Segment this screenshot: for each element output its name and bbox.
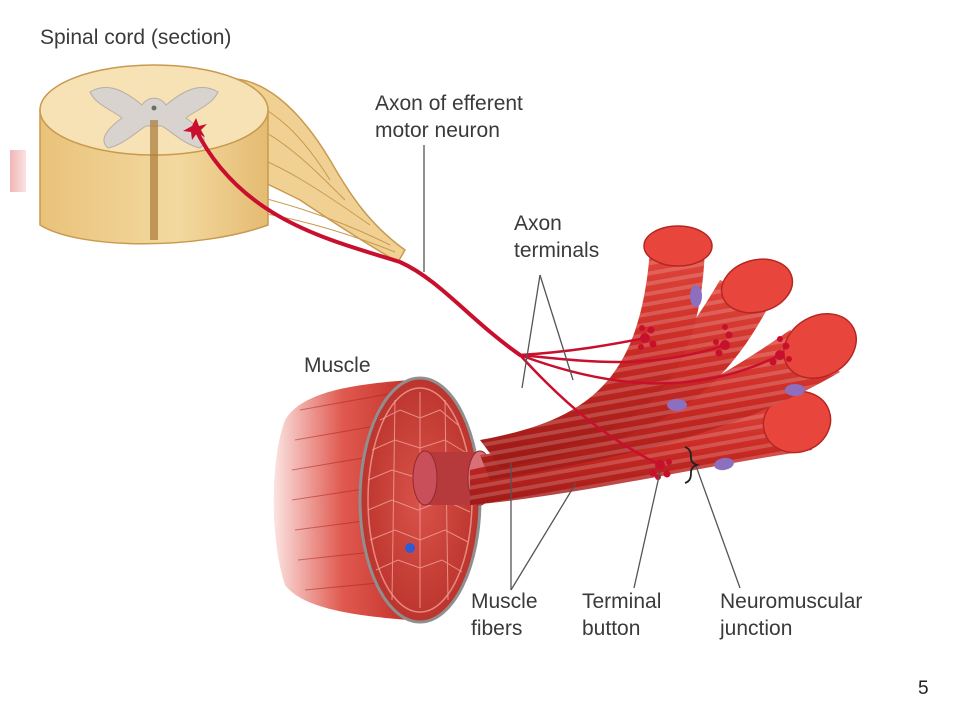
- label-axon-efferent-line2: motor neuron: [375, 119, 500, 142]
- label-terminal-button: Terminal button: [582, 588, 661, 642]
- label-axon-efferent-line1: Axon of efferent: [375, 92, 523, 115]
- label-muscle: Muscle: [304, 354, 371, 377]
- label-muscle-fibers-line1: Muscle: [471, 590, 538, 613]
- terminal-buttons: [638, 324, 792, 480]
- label-muscle-fibers: Muscle fibers: [471, 588, 538, 642]
- label-terminal-button-line2: button: [582, 617, 641, 640]
- slide-number: 5: [918, 678, 929, 699]
- spinal-cord: [39, 64, 406, 264]
- motor-axon: [193, 126, 782, 467]
- label-neuromuscular-junction-line2: junction: [720, 617, 793, 640]
- label-axon-terminals-line2: terminals: [514, 239, 600, 262]
- label-neuromuscular-junction-line1: Neuromuscular: [720, 590, 863, 613]
- fascicle-sleeve: [425, 452, 480, 505]
- label-muscle-fibers-line2: fibers: [471, 617, 523, 640]
- label-axon-efferent: Axon of efferent motor neuron: [375, 90, 523, 144]
- leader-lines: [423, 145, 741, 591]
- label-neuromuscular-junction: Neuromuscular junction: [720, 588, 862, 642]
- median-fissure: [150, 120, 158, 240]
- label-axon-terminals: Axon terminals: [514, 210, 599, 264]
- muscle: [273, 376, 493, 624]
- label-axon-terminals-line1: Axon: [514, 212, 562, 235]
- label-terminal-button-line1: Terminal: [582, 590, 662, 613]
- label-spinal-cord: Spinal cord (section): [40, 26, 232, 49]
- slide-accent-bar: [10, 150, 26, 192]
